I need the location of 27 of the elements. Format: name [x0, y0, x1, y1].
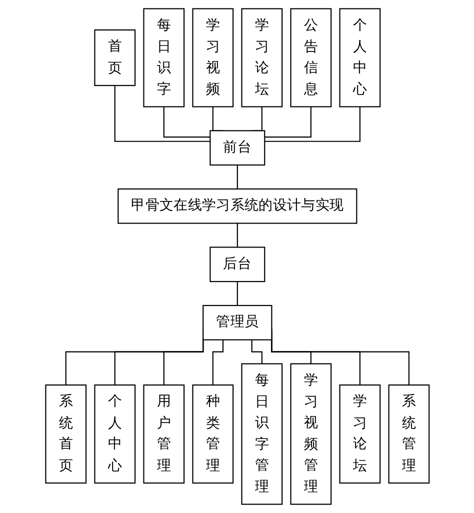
- node-box: 后台: [209, 246, 265, 282]
- node-box: 学习论坛: [240, 8, 282, 108]
- connector: [236, 223, 238, 248]
- connector: [114, 86, 210, 142]
- node-box: 系统管理: [388, 384, 430, 484]
- node-box: 系统首页: [44, 384, 86, 484]
- node-box: 用户管理: [142, 384, 184, 484]
- node-box: 学习视频管理: [290, 363, 332, 505]
- node-box: 个人中心: [338, 8, 380, 108]
- connector: [162, 106, 210, 138]
- node-box: 首页: [94, 29, 136, 86]
- node-box: 甲骨文在线学习系统的设计与实现: [117, 188, 357, 224]
- node-box: 每日识字: [142, 8, 184, 108]
- connector: [236, 165, 238, 190]
- node-box: 前台: [209, 130, 265, 166]
- connector: [264, 106, 360, 142]
- connector: [250, 340, 262, 364]
- node-box: 学习视频: [192, 8, 234, 108]
- node-box: 学习论坛: [338, 384, 380, 484]
- node-box: 每日识字管理: [240, 363, 282, 505]
- connector: [212, 340, 224, 386]
- node-box: 个人中心: [94, 384, 136, 484]
- node-box: 管理员: [202, 304, 272, 340]
- connector: [236, 282, 238, 306]
- connector: [264, 106, 312, 138]
- node-box: 公告信息: [290, 8, 332, 108]
- node-box: 种类管理: [192, 384, 234, 484]
